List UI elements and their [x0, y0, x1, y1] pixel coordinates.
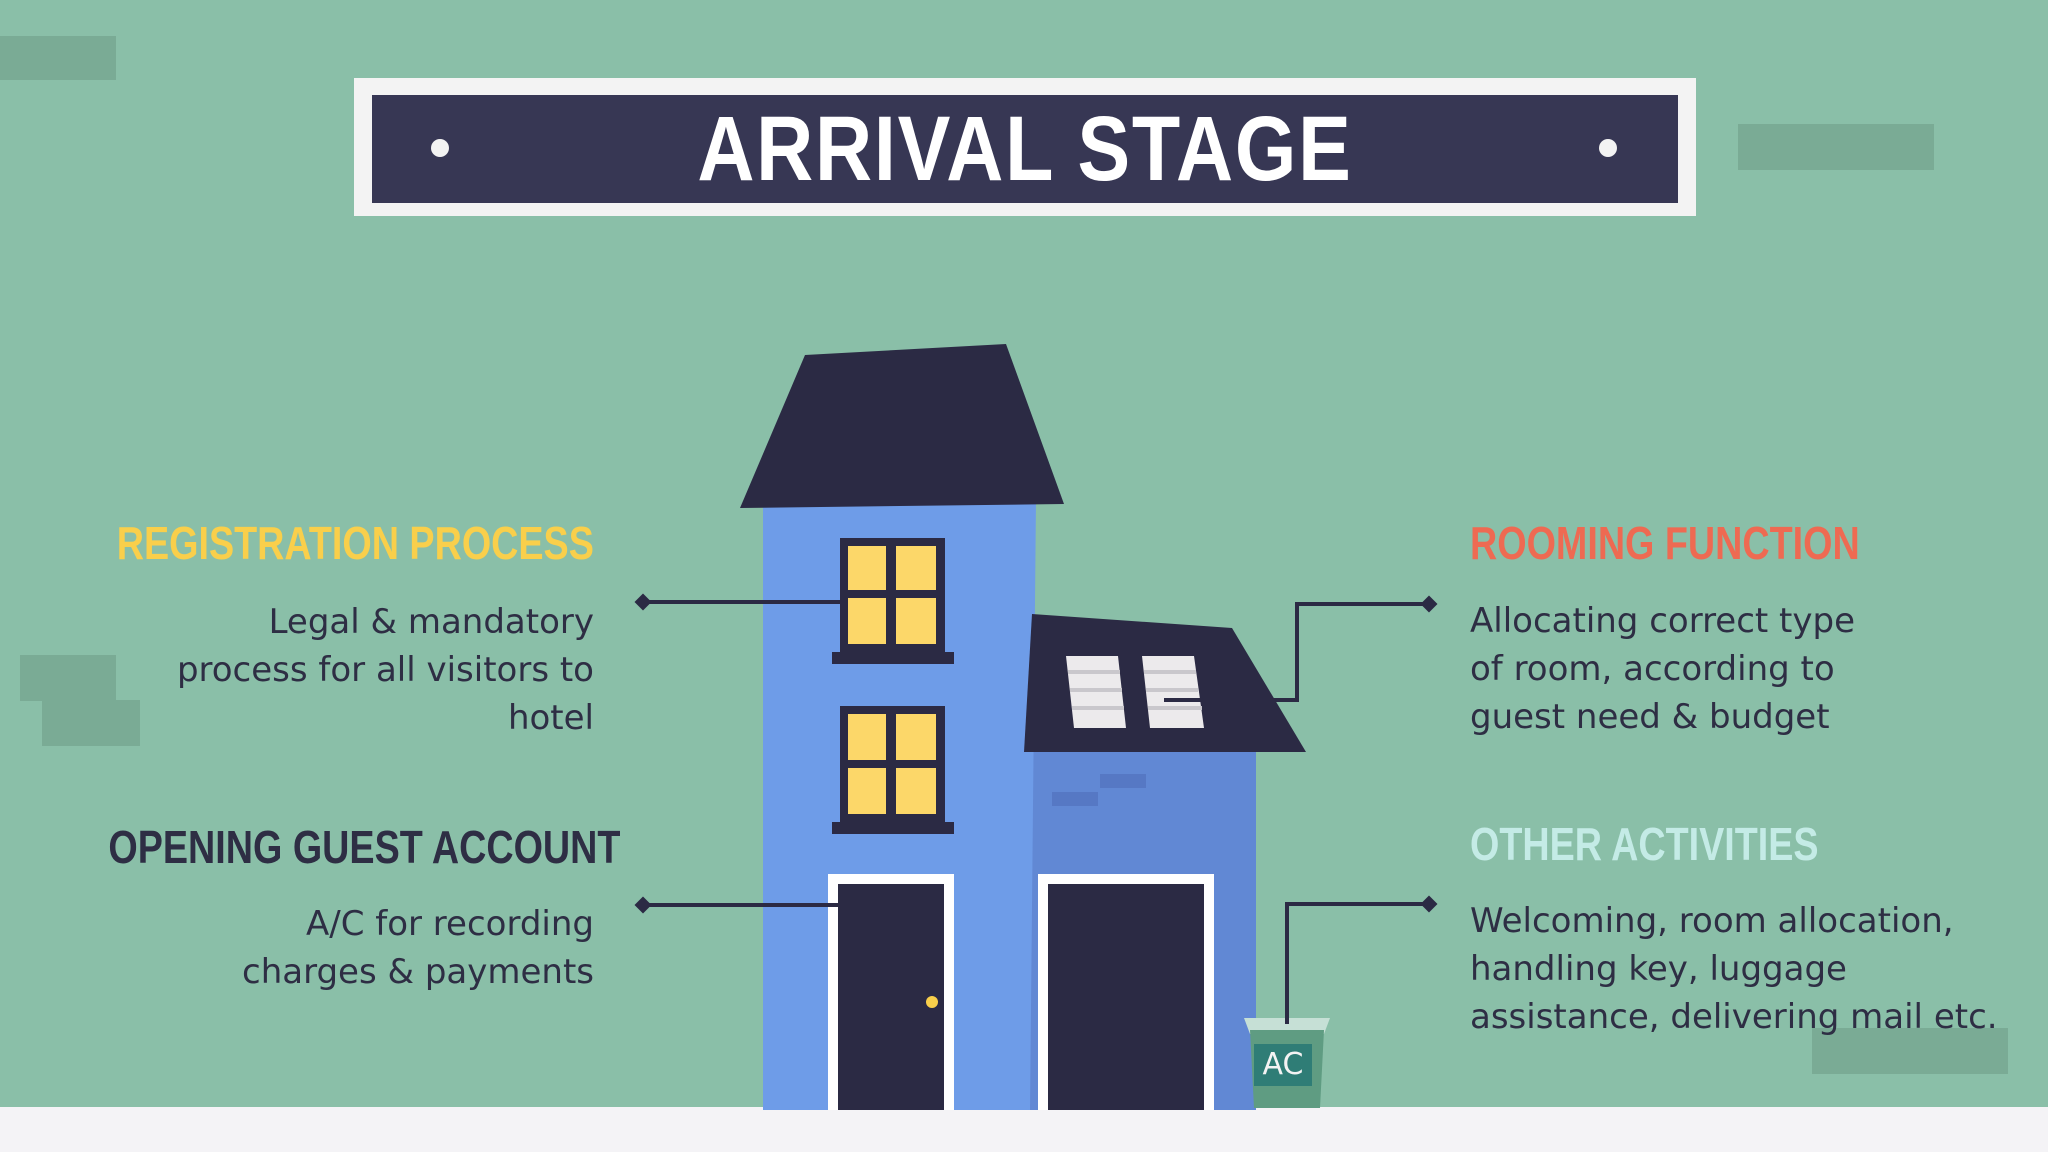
- ac-unit-label: AC: [1262, 1047, 1304, 1082]
- window-lower: [832, 706, 954, 834]
- ac-unit: [1244, 1018, 1330, 1108]
- registration-line: Legal & mandatory: [268, 602, 594, 642]
- connector-endpoint: [1420, 895, 1438, 913]
- brick-detail: [1100, 774, 1146, 788]
- other-activities-line: Welcoming, room allocation,: [1470, 901, 1954, 941]
- guest-account-heading: OPENING GUEST ACCOUNT: [107, 821, 620, 873]
- background-strip: [1738, 124, 1934, 170]
- main-roof: [740, 344, 1064, 508]
- registration-line: hotel: [507, 698, 594, 738]
- background-strip: [42, 700, 140, 746]
- other-activities-heading: OTHER ACTIVITIES: [1470, 818, 1819, 870]
- banner-dot-right: [1599, 139, 1617, 157]
- connector-endpoint: [634, 896, 652, 914]
- title-banner: [372, 95, 1678, 203]
- brick-detail: [1052, 792, 1098, 806]
- guest-account-line: charges & payments: [242, 952, 594, 992]
- rooming-description: Allocating correct type of room, accordi…: [1470, 597, 2010, 741]
- connector-endpoint: [634, 593, 652, 611]
- other-activities-line: handling key, luggage: [1470, 949, 1847, 989]
- registration-line: process for all visitors to: [176, 650, 594, 690]
- guest-account-line: A/C for recording: [305, 904, 594, 944]
- front-door: [828, 874, 954, 1110]
- connector-endpoint: [1420, 595, 1438, 613]
- connector-other: [1285, 902, 1429, 1024]
- page-title: ARRIVAL STAGE: [697, 98, 1353, 200]
- rooming-line: of room, according to: [1470, 649, 1835, 689]
- rooming-line: guest need & budget: [1470, 697, 1830, 737]
- banner-dot-left: [431, 139, 449, 157]
- registration-description: Legal & mandatory process for all visito…: [34, 598, 594, 742]
- registration-heading: REGISTRATION PROCESS: [116, 517, 594, 569]
- roof-panel: [1142, 656, 1204, 728]
- other-activities-description: Welcoming, room allocation, handling key…: [1470, 897, 2030, 1041]
- garage-door: [1038, 874, 1214, 1110]
- rooming-heading: ROOMING FUNCTION: [1470, 517, 1860, 569]
- rooming-line: Allocating correct type: [1470, 601, 1856, 641]
- window-upper: [832, 538, 954, 664]
- floor-strip: [0, 1107, 2048, 1152]
- background-strip: [20, 655, 116, 701]
- other-activities-line: assistance, delivering mail etc.: [1470, 997, 1998, 1037]
- roof-panel: [1066, 656, 1126, 728]
- background-strip: [1812, 1028, 2008, 1074]
- guest-account-description: A/C for recording charges & payments: [34, 900, 594, 996]
- background-strip: [0, 36, 116, 80]
- connector-rooming: [1164, 602, 1429, 702]
